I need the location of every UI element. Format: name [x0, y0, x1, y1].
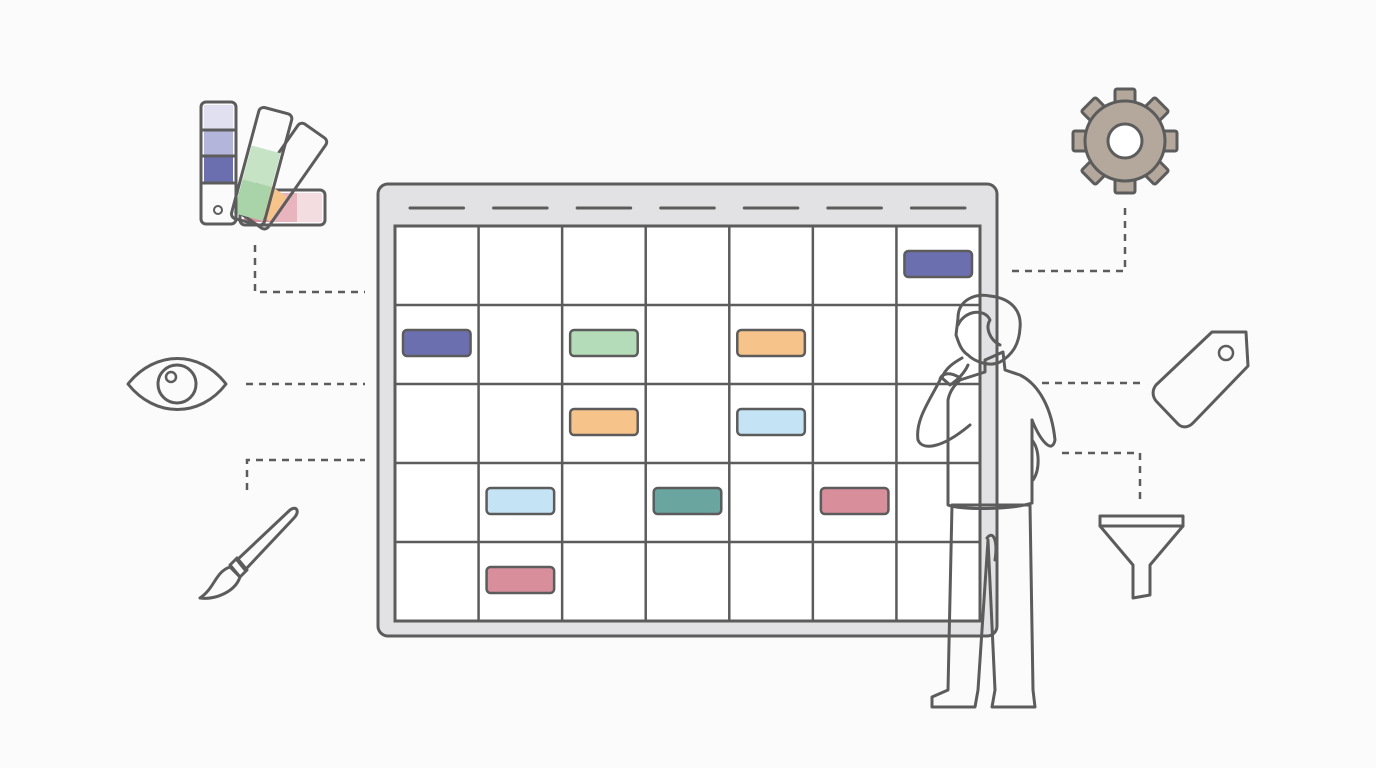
calendar-event[interactable] [568, 407, 639, 437]
calendar [376, 182, 999, 638]
paintbrush-icon [198, 506, 299, 600]
calendar-event[interactable] [485, 486, 556, 516]
connectors [245, 205, 1145, 500]
calendar-event[interactable] [736, 407, 807, 437]
gear-icon [1071, 87, 1179, 195]
person-thinking [916, 293, 1057, 709]
eye-icon [126, 357, 228, 411]
calendar-event[interactable] [568, 328, 639, 358]
funnel-icon [1098, 514, 1185, 600]
calendar-events [401, 249, 974, 595]
calendar-grid [395, 226, 980, 621]
calendar-event[interactable] [652, 486, 723, 516]
calendar-event[interactable] [819, 486, 890, 516]
calendar-event[interactable] [485, 565, 556, 595]
color-palette-icon [199, 100, 329, 231]
tag-icon [1151, 330, 1250, 429]
calendar-event[interactable] [903, 249, 974, 279]
calendar-event[interactable] [401, 328, 472, 358]
calendar-event[interactable] [736, 328, 807, 358]
